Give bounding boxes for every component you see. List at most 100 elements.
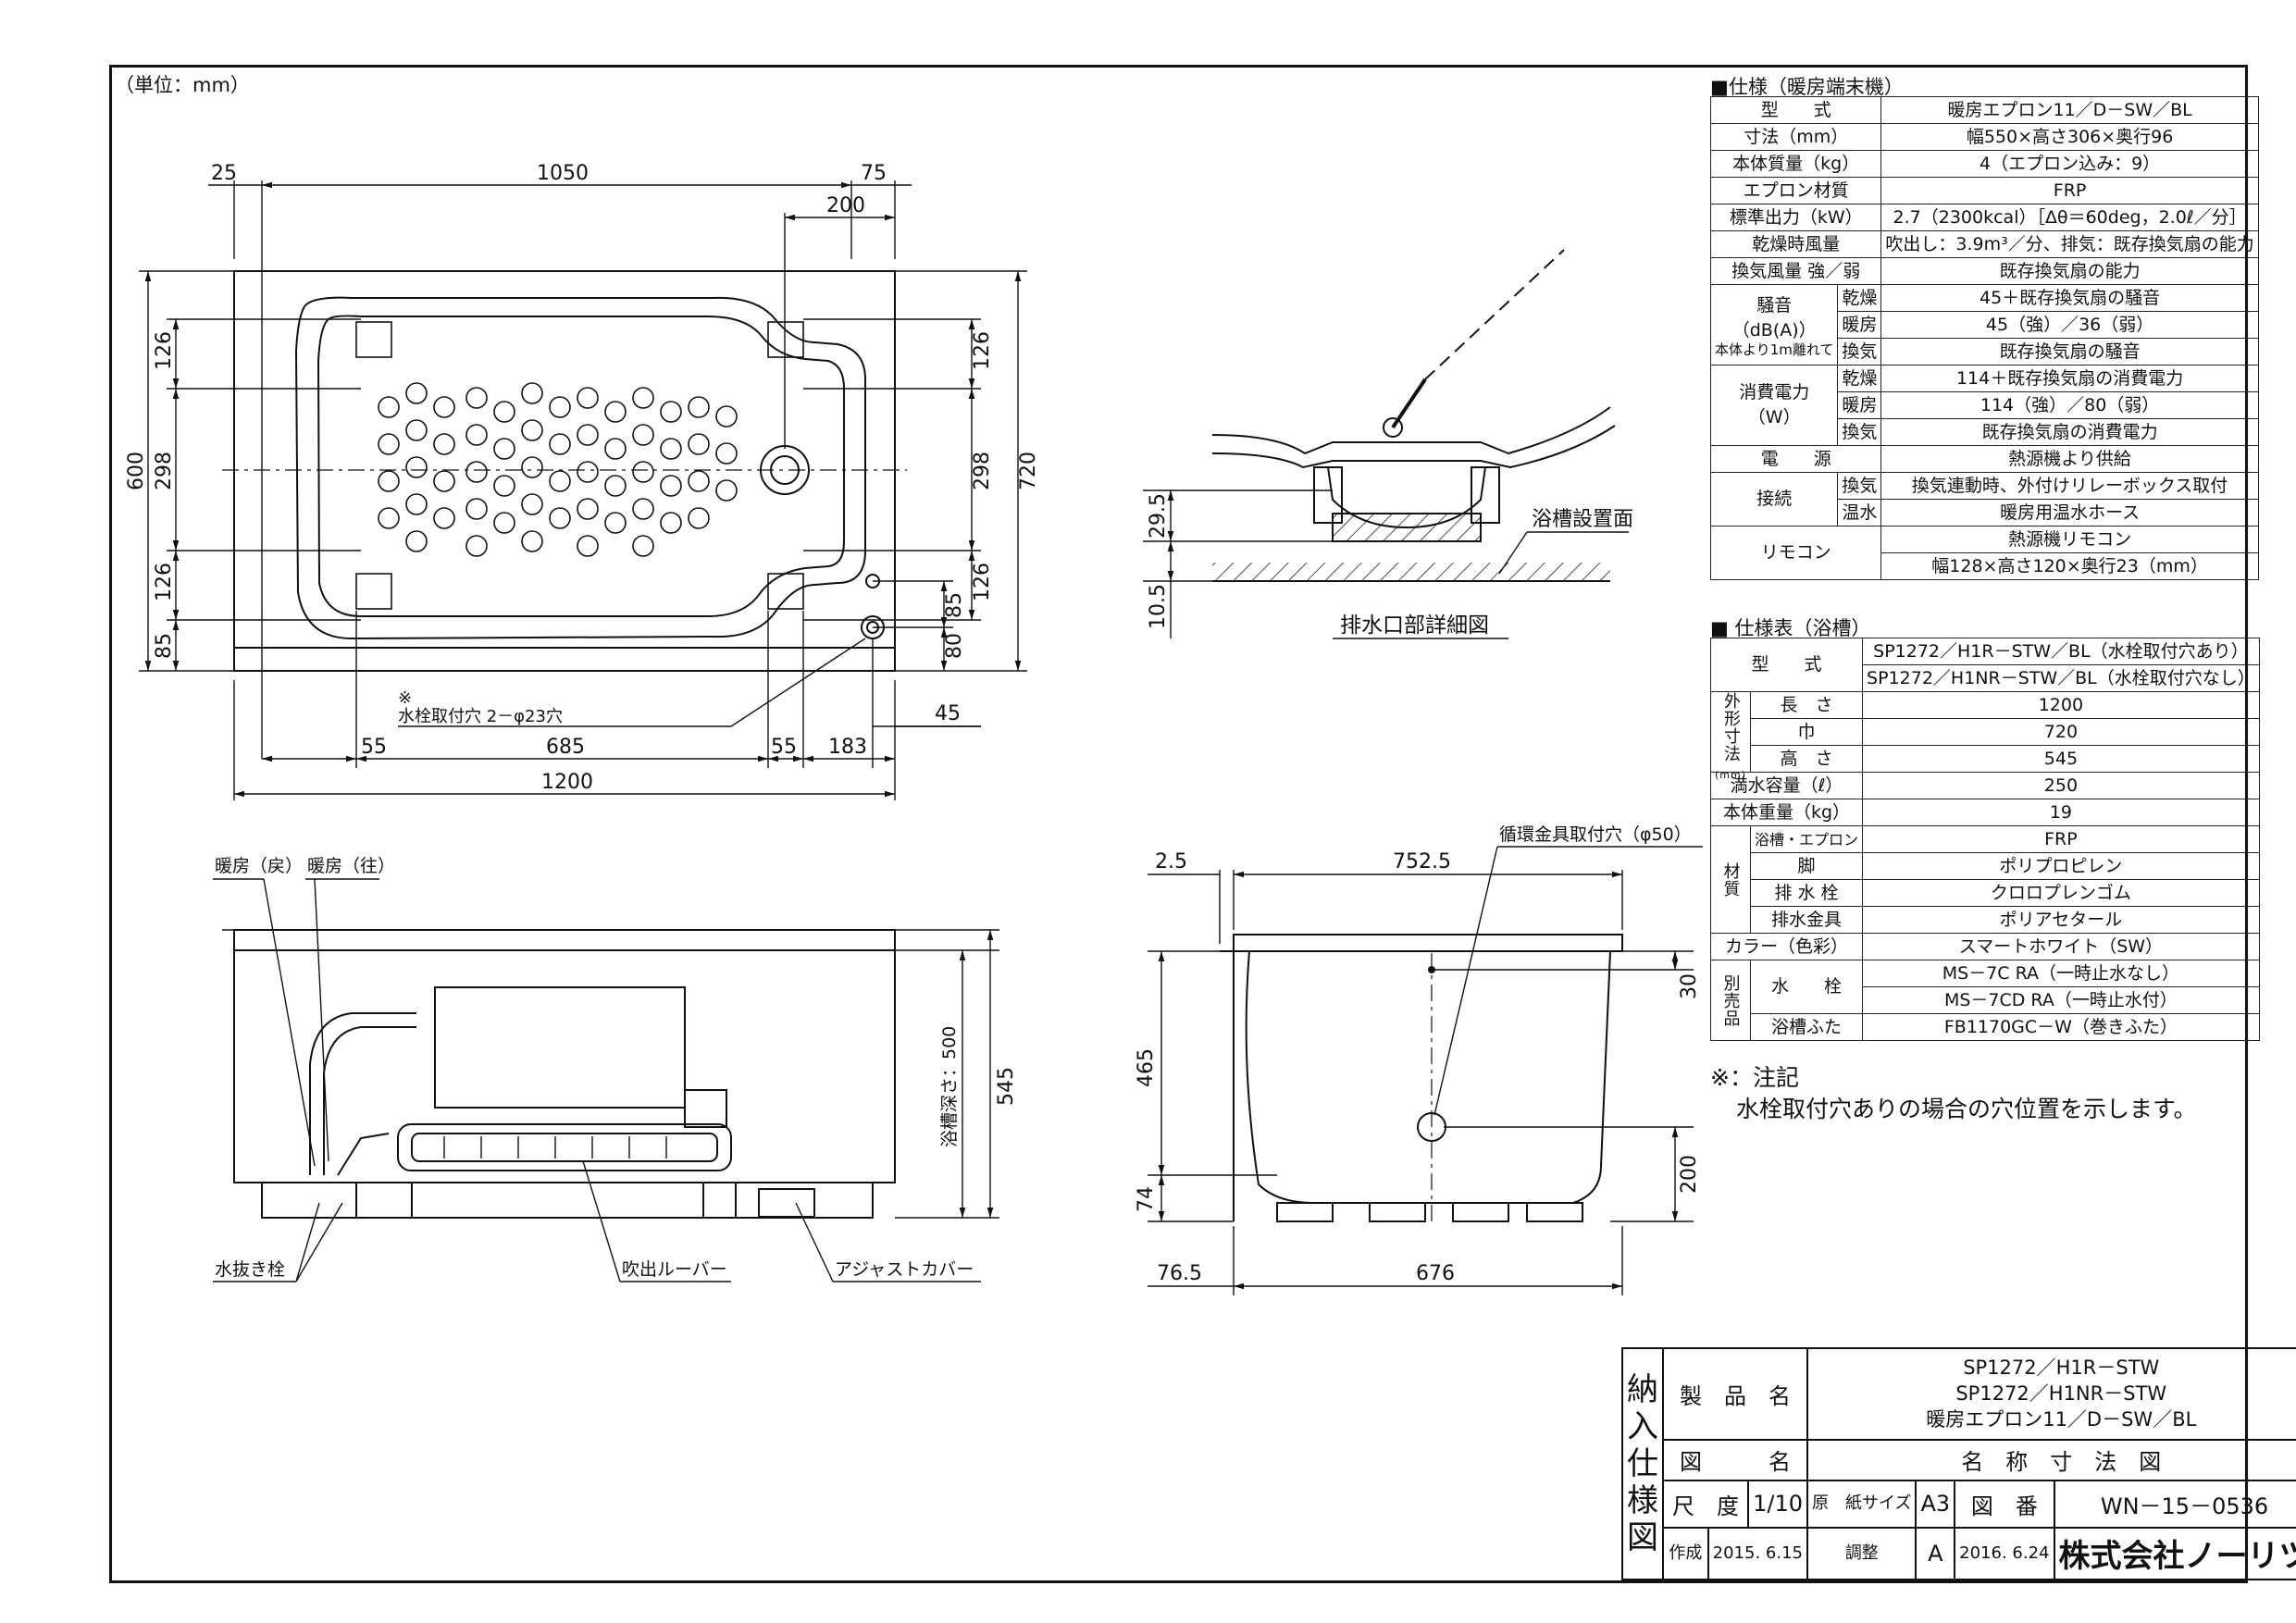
leg-markers: [355, 321, 804, 610]
dim-126-right-top: 126: [971, 331, 994, 370]
spec-tub-caption: ■ 仕様表（浴槽）: [1710, 617, 1871, 639]
dim-298-left: 298: [153, 452, 176, 490]
dim-752-5: 752.5: [1393, 850, 1451, 873]
remote-row: 幅128×高さ120×奥行23（mm）: [1711, 552, 2259, 580]
dim-74: 74: [1135, 1186, 1158, 1212]
dim-685: 685: [546, 736, 585, 759]
company-logo: 株式会社ノーリツ: [2053, 1526, 2296, 1581]
note-heading: ※：注記: [1710, 1064, 1799, 1091]
spec-value: 4（エプロン込み：9）: [1880, 150, 2259, 178]
tub-material-row: 排水金具ポリアセタール: [1711, 906, 2260, 934]
drain-detail-caption: 排水口部詳細図: [1340, 613, 1489, 638]
dim-126-right-bottom: 126: [971, 563, 994, 601]
dim-25: 25: [211, 162, 237, 185]
supply-value: 熱源機より供給: [1880, 445, 2259, 473]
noise-value: 既存換気扇の騒音: [1880, 338, 2259, 365]
tub-material-value: ポリアセタール: [1862, 906, 2260, 934]
dim-126-left-bottom: 126: [153, 563, 176, 601]
supply-label: 電 源: [1709, 445, 1882, 473]
tub-capacity-label: 満水容量（ℓ）: [1709, 772, 1864, 799]
spec-label: 寸法（mm）: [1709, 123, 1882, 151]
noise-unit: （dB(A)）: [1731, 319, 1817, 341]
heating-pipe-outgoing: [323, 1026, 416, 1175]
remote-value: 熱源機リモコン: [1880, 526, 2259, 553]
tub-model-row: SP1272／H1NR－STW／BL（水栓取付穴なし）: [1711, 664, 2260, 692]
power-row: 換気既存換気扇の消費電力: [1711, 418, 2259, 446]
noise-label: 騒音: [1756, 294, 1793, 316]
notes: ※：注記 水栓取付穴ありの場合の穴位置を示します。: [1710, 1062, 2197, 1125]
power-value: 114（強）／80（弱）: [1880, 391, 2259, 419]
scale-value: 1/10: [1747, 1480, 1808, 1529]
noise-mode: 暖房: [1837, 311, 1882, 339]
noise-label-cell: 騒音 （dB(A)）本体より1m離れて: [1709, 284, 1839, 365]
tub-cover-label: 浴槽ふた: [1750, 1013, 1864, 1041]
product-label: 製 品 名: [1662, 1347, 1808, 1441]
dim-85-left: 85: [153, 633, 176, 659]
spec-terminal-caption: ■仕様（暖房端末機）: [1710, 76, 1904, 98]
title-product-row: 納 入 仕 様 図 製 品 名 SP1272／H1R－STW SP1272／H1…: [1621, 1347, 2296, 1580]
unit-label: （単位：mm）: [115, 74, 250, 96]
power-mode: 乾燥: [1837, 365, 1882, 392]
title-drawing-row: 図 名 名 称 寸 法 図: [1622, 1438, 2296, 1482]
noise-mode: 乾燥: [1837, 284, 1882, 312]
tub-material-value: ポリプロピレン: [1862, 852, 2260, 880]
made-date: 2015. 6.15: [1706, 1526, 1809, 1581]
tub-faucet-value: MS－7CD RA（一時止水付）: [1862, 986, 2260, 1014]
made-label: 作成: [1662, 1526, 1709, 1581]
title-side-cell: 納 入 仕 様 図: [1621, 1347, 1664, 1580]
paper-label: 原 紙サイズ: [1806, 1480, 1917, 1529]
side-char: 仕: [1627, 1445, 1658, 1482]
tub-outline: [233, 270, 896, 672]
tub-material-item: 脚: [1750, 852, 1864, 880]
front-rim: [233, 929, 896, 951]
tub-faucet-value: MS－7C RA（一時止水なし）: [1862, 960, 2260, 987]
tub-install-surface-label: 浴槽設置面: [1532, 508, 1633, 531]
tub-capacity-row: 満水容量（ℓ）250: [1709, 772, 2260, 799]
louver-outline: [397, 1123, 732, 1171]
noise-note: 本体より1m離れて: [1715, 341, 1834, 358]
connect-mode: 温水: [1837, 499, 1882, 527]
adjust-label: 調整: [1806, 1526, 1917, 1581]
adjust-date: 2016. 6.24: [1954, 1526, 2055, 1581]
drain-detail: [1143, 249, 1629, 639]
spec-row: 乾燥時風量吹出し：3.9m³／分、排気：既存換気扇の能力: [1709, 230, 2259, 258]
spec-row: 本体質量（kg）4（エプロン込み：9）: [1709, 150, 2259, 178]
product-name: SP1272／H1NR－STW: [1955, 1382, 2167, 1406]
power-value: 既存換気扇の消費電力: [1880, 418, 2259, 446]
dim-200: 200: [826, 194, 865, 217]
spec-row: 型 式暖房エプロン11／D－SW／BL: [1709, 96, 2259, 124]
tub-weight-label: 本体重量（kg）: [1709, 799, 1864, 826]
drain-detail-labels: 29.5 10.5 浴槽設置面 排水口部詳細図: [1147, 493, 1633, 638]
tub-outer-value: 720: [1862, 718, 2260, 746]
power-unit: （W）: [1747, 407, 1801, 427]
power-value: 114＋既存換気扇の消費電力: [1880, 365, 2259, 392]
dim-720: 720: [1017, 452, 1040, 490]
side-view-labels: 循環金具取付穴（φ50） 2.5 752.5 465 74 30 200 76.…: [1135, 824, 1701, 1285]
power-label: 消費電力: [1739, 382, 1810, 403]
dim-29-5: 29.5: [1147, 493, 1170, 539]
tub-color-row: カラー（色彩）スマートホワイト（SW）: [1709, 933, 2260, 960]
connect-label: 接続: [1709, 472, 1839, 527]
spec-row: 標準出力（kW）2.7（2300kcal）［Δθ＝60deg，2.0ℓ／分］: [1709, 204, 2259, 231]
dim-545: 545: [995, 1067, 1018, 1106]
tub-outer-item: 長 さ: [1750, 691, 1864, 719]
dim-600: 600: [125, 452, 148, 490]
tub-color-value: スマートホワイト（SW）: [1862, 933, 2260, 960]
spec-label: 型 式: [1709, 96, 1882, 124]
connect-mode: 換気: [1837, 472, 1882, 500]
tub-material-item: 排 水 栓: [1750, 879, 1864, 907]
dim-45: 45: [935, 702, 961, 725]
tub-color-label: カラー（色彩）: [1709, 933, 1864, 960]
faucet-note-mark: ※: [398, 688, 412, 708]
noise-row: 換気既存換気扇の騒音: [1711, 338, 2259, 365]
note-text: 水栓取付穴ありの場合の穴位置を示します。: [1736, 1096, 2197, 1122]
dim-55-left: 55: [361, 736, 387, 759]
tub-material-row: 排 水 栓クロロプレンゴム: [1711, 879, 2260, 907]
dim-80: 80: [943, 633, 966, 659]
